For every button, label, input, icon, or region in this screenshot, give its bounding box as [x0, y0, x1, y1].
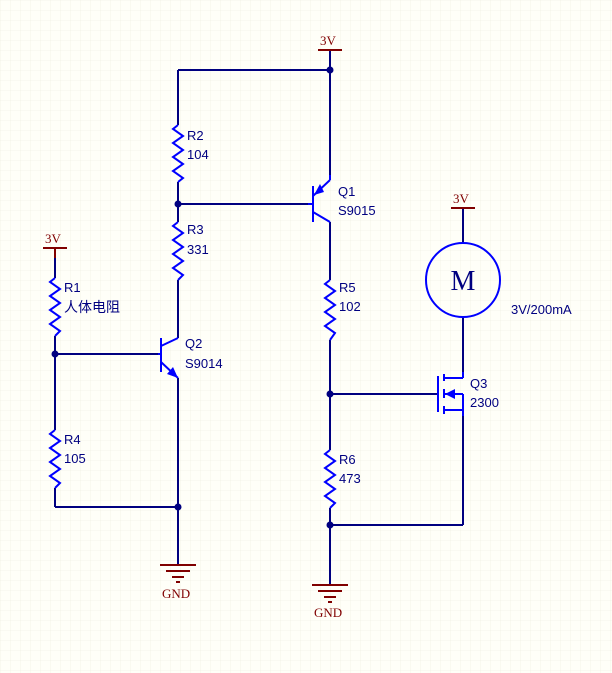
r1-value: 人体电阻 [64, 300, 120, 316]
resistor-r1: R1 人体电阻 [48, 277, 120, 337]
junctions [51, 66, 334, 529]
resistor-r3: R3 331 [171, 221, 209, 281]
r2-value: 104 [187, 147, 209, 162]
q3-ref: Q3 [470, 376, 487, 391]
power-label-top: 3V [320, 33, 337, 48]
q2-ref: Q2 [185, 336, 202, 351]
q3-value: 2300 [470, 395, 499, 410]
resistor-r6: R6 473 [323, 449, 361, 509]
q3-arrow [445, 389, 455, 399]
junction-dot [326, 66, 334, 74]
r4-value: 105 [64, 451, 86, 466]
r5-ref: R5 [339, 280, 356, 295]
resistor-r5: R5 102 [323, 279, 361, 341]
motor-rating: 3V/200mA [511, 302, 572, 317]
junction-dot [174, 503, 182, 511]
transistor-q3: Q3 2300 [437, 372, 499, 416]
ground-label-left: GND [162, 586, 190, 601]
q2-emitter-arrow [167, 367, 178, 378]
q2-value: S9014 [185, 356, 223, 371]
power-port-motor: 3V [451, 191, 475, 209]
power-label-r1: 3V [45, 231, 62, 246]
junction-dot [326, 390, 334, 398]
r4-ref: R4 [64, 432, 81, 447]
junction-dot [51, 350, 59, 358]
r2-ref: R2 [187, 128, 204, 143]
ground-symbol-right: GND [312, 584, 348, 620]
r6-ref: R6 [339, 452, 356, 467]
power-label-motor: 3V [453, 191, 470, 206]
motor-symbol: M [451, 266, 476, 297]
transistor-q2: Q2 S9014 [158, 336, 223, 379]
r1-ref: R1 [64, 280, 81, 295]
motor-circle [425, 242, 501, 318]
ground-label-right: GND [314, 605, 342, 620]
resistor-r2: R2 104 [171, 124, 209, 183]
junction-dot [326, 521, 334, 529]
r5-value: 102 [339, 299, 361, 314]
power-port-r1: 3V [43, 231, 67, 258]
r6-value: 473 [339, 471, 361, 486]
resistor-r4: R4 105 [48, 429, 86, 489]
r3-ref: R3 [187, 222, 204, 237]
power-port-top: 3V [318, 33, 342, 51]
junction-dot [174, 200, 182, 208]
q1-value: S9015 [338, 203, 376, 218]
r3-value: 331 [187, 242, 209, 257]
motor: M 3V/200mA [425, 242, 572, 318]
q1-ref: Q1 [338, 184, 355, 199]
q1-emitter-arrow [314, 184, 324, 195]
ground-symbol-left: GND [160, 564, 196, 601]
transistor-q1: Q1 S9015 [308, 175, 376, 223]
